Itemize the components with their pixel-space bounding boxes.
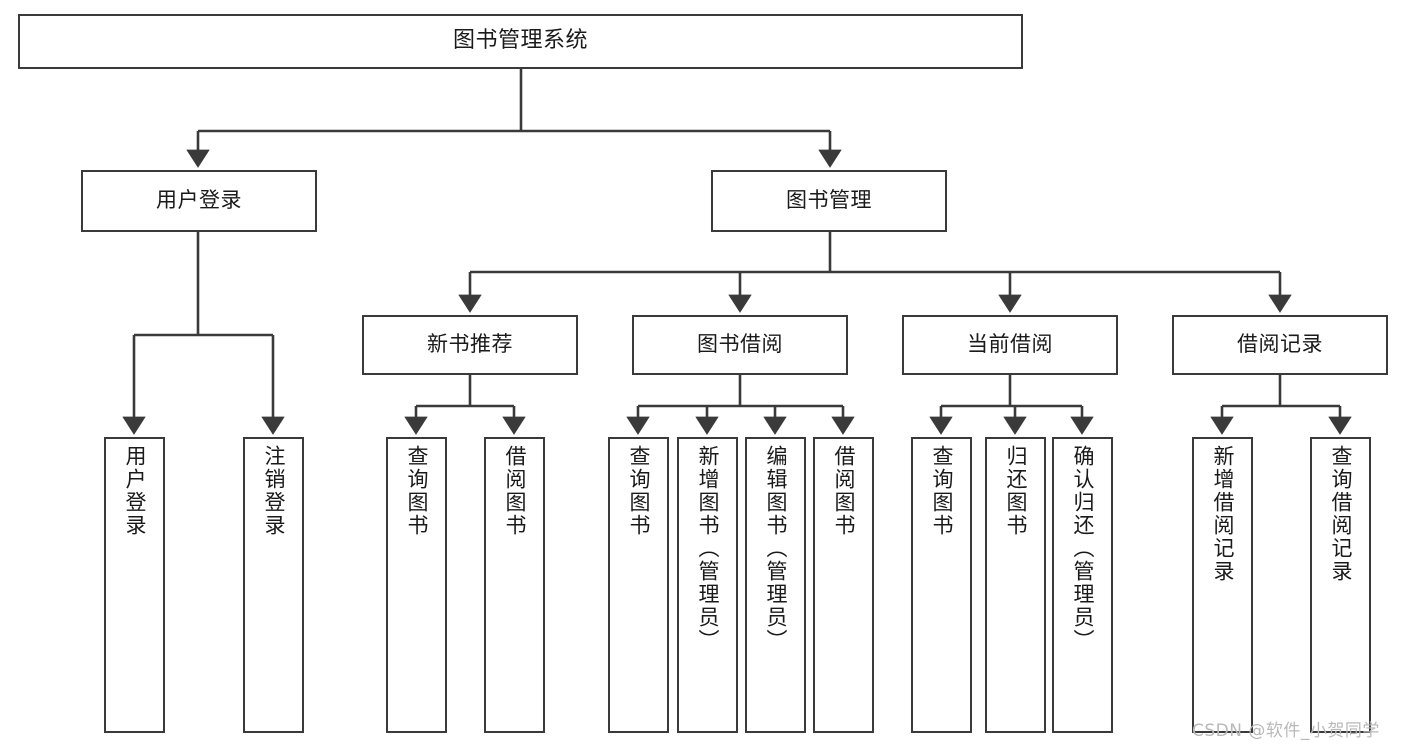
edge-group-book-manage [458, 232, 1292, 313]
node-label: 用户登录 [123, 445, 147, 537]
edge-group-user-login [122, 232, 285, 435]
node-label: 查询图书 [627, 445, 651, 537]
node-label: 借阅图书 [503, 445, 527, 537]
node-label: 新增图书（管理员） [696, 445, 720, 652]
leaf-borrow-book-recommend[interactable]: 借阅图书 [484, 437, 545, 733]
node-label: 用户登录 [156, 188, 242, 213]
leaf-return-book[interactable]: 归还图书 [985, 437, 1046, 733]
edge-group-current-borrow [929, 375, 1094, 435]
csdn-watermark: CSDN @软件_小贺同学 [1192, 716, 1380, 741]
node-label: 图书管理系统 [452, 28, 588, 54]
node-label: 确认归还（管理员） [1071, 445, 1095, 652]
leaf-query-borrow-record[interactable]: 查询借阅记录 [1310, 437, 1371, 733]
node-current-borrow[interactable]: 当前借阅 [902, 315, 1118, 375]
watermark-text: CSDN @软件_小贺同学 [1192, 721, 1380, 741]
edge-group-root [186, 69, 842, 168]
leaf-add-book-admin[interactable]: 新增图书（管理员） [677, 437, 738, 733]
leaf-confirm-return-admin[interactable]: 确认归还（管理员） [1052, 437, 1113, 733]
node-label: 借阅记录 [1237, 332, 1323, 357]
node-book-manage[interactable]: 图书管理 [711, 170, 947, 232]
node-label: 新增借阅记录 [1211, 445, 1235, 583]
node-new-book-recommend[interactable]: 新书推荐 [362, 315, 578, 375]
leaf-logout[interactable]: 注销登录 [243, 437, 304, 733]
node-user-login[interactable]: 用户登录 [81, 170, 317, 232]
leaf-query-book-borrow[interactable]: 查询图书 [608, 437, 669, 733]
leaf-add-borrow-record[interactable]: 新增借阅记录 [1192, 437, 1253, 733]
node-label: 新书推荐 [427, 332, 513, 357]
leaf-edit-book-admin[interactable]: 编辑图书（管理员） [745, 437, 806, 733]
node-label: 查询图书 [405, 445, 429, 537]
node-label: 图书借阅 [697, 332, 783, 357]
node-label: 归还图书 [1004, 445, 1028, 537]
node-borrow-record[interactable]: 借阅记录 [1172, 315, 1388, 375]
edge-group-new-book-rec [404, 375, 526, 435]
node-label: 图书管理 [786, 188, 872, 213]
node-label: 查询借阅记录 [1329, 445, 1353, 583]
node-book-borrow[interactable]: 图书借阅 [632, 315, 848, 375]
node-label: 查询图书 [930, 445, 954, 537]
node-label: 编辑图书（管理员） [764, 445, 788, 652]
node-label: 借阅图书 [832, 445, 856, 537]
leaf-borrow-book[interactable]: 借阅图书 [813, 437, 874, 733]
node-label: 注销登录 [262, 445, 286, 537]
leaf-query-book-current[interactable]: 查询图书 [911, 437, 972, 733]
leaf-query-book-recommend[interactable]: 查询图书 [386, 437, 447, 733]
edge-group-borrow-record [1210, 375, 1352, 435]
node-label: 当前借阅 [967, 332, 1053, 357]
node-root-system[interactable]: 图书管理系统 [18, 14, 1023, 69]
edge-group-book-borrow [626, 375, 855, 435]
leaf-user-login[interactable]: 用户登录 [104, 437, 165, 733]
